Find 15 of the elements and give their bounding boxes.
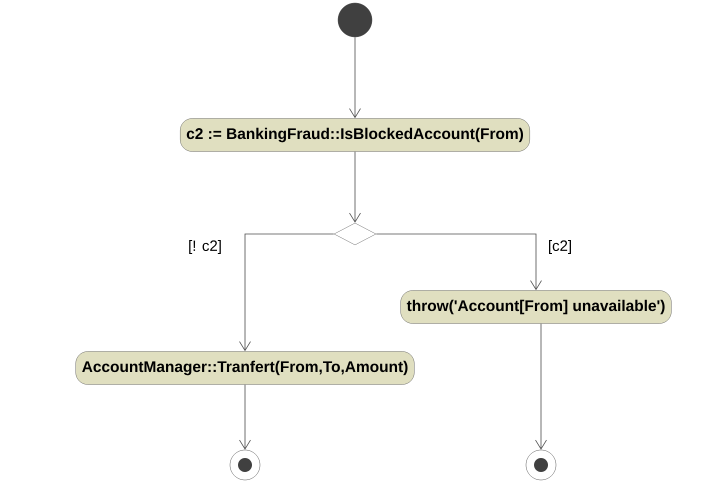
arrow — [376, 234, 542, 290]
arrow — [349, 151, 361, 223]
final-node — [526, 450, 556, 480]
final-node — [230, 450, 260, 480]
guard-label: [! c2] — [187, 239, 223, 255]
guard-label: [c2] — [546, 239, 574, 255]
action-box: throw('Account[From] unavailable') — [400, 290, 672, 324]
arrow — [535, 323, 547, 450]
initial-node — [338, 2, 372, 38]
arrow — [239, 234, 334, 352]
arrow — [349, 36, 361, 118]
arrow — [239, 384, 251, 450]
action-box: c2 := BankingFraud::IsBlockedAccount(From) — [180, 118, 530, 152]
decision-diamond — [334, 222, 376, 246]
action-box: AccountManager::Tranfert(From,To,Amount) — [76, 351, 414, 385]
